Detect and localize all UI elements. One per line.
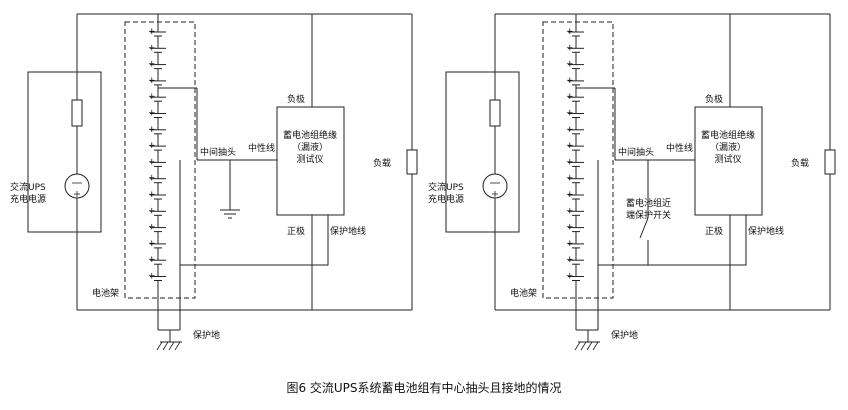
protective-ground-wire [598,215,747,266]
near-end-switch-label: 蓄电池组近端保护开关 [626,197,671,221]
switch-blade [639,217,649,239]
tester-label: 蓄电池组绝缘（漏液）测试仪 [283,129,337,165]
battery-cell-plus: + [566,206,574,216]
tester-label: 蓄电池组绝缘（漏液）测试仪 [701,129,755,165]
battery-cell-plus: + [148,141,156,151]
tester-box [276,106,345,216]
battery-cell-plus: + [148,272,156,282]
battery-cell-plus: + [566,255,574,265]
battery-cell-plus: + [148,174,156,184]
neutral-line-label: 中性线 [666,142,693,154]
ups-source-box [445,71,520,233]
battery-cell-plus: + [148,43,156,53]
positive-label: 正极 [705,225,723,237]
battery-cell-plus: + [566,239,574,249]
protective-ground-line-label: 保护地线 [748,225,784,237]
protective-ground-line-label: 保护地线 [330,225,366,237]
protective-ground-label: 保护地 [193,329,220,341]
load-resistor [406,149,418,175]
battery-rack-box [542,21,614,299]
load-resistor [824,149,836,175]
battery-cell-plus: + [148,125,156,135]
protective-ground-wire [180,215,329,266]
battery-cell-plus: + [566,76,574,86]
ground-hatch [592,341,599,351]
battery-cell-plus: + [566,43,574,53]
battery-cell-plus: + [566,157,574,167]
ground-hatch [156,341,163,351]
ground-hatch [168,341,175,351]
battery-cell-plus: + [148,157,156,167]
battery-cell-plus: + [566,223,574,233]
battery-cell-plus: + [148,76,156,86]
battery-cell-plus: + [148,27,156,37]
protective-ground-label: 保护地 [611,329,638,341]
battery-cell-plus: + [148,92,156,102]
battery-cell-plus: + [566,109,574,119]
battery-rack-label: 电池架 [92,287,119,299]
battery-cell-plus: + [566,190,574,200]
battery-cell-plus: + [566,92,574,102]
battery-rack-box [124,21,196,299]
battery-rack-label: 电池架 [510,287,537,299]
negative-label: 负极 [287,93,305,105]
figure-caption: 图6 交流UPS系统蓄电池组有中心抽头且接地的情况 [286,380,561,395]
ground-hatch [580,341,587,351]
center-tap-label: 中间抽头 [618,146,654,158]
neutral-line-label: 中性线 [248,142,275,154]
battery-cell-plus: + [566,272,574,282]
battery-cell-plus: + [566,141,574,151]
battery-cell-plus: + [566,125,574,135]
tester-box [694,106,763,216]
ground-hatch [574,341,581,351]
ups-resistor [489,99,501,127]
battery-cell-plus: + [148,206,156,216]
battery-cell-plus: + [148,255,156,265]
load-label: 负载 [791,157,809,169]
positive-label: 正极 [287,225,305,237]
ground-hatch [586,341,593,351]
battery-cell-plus: + [566,60,574,70]
ground-hatch [162,341,169,351]
battery-cell-plus: + [148,223,156,233]
battery-cell-plus: + [148,60,156,70]
ups-resistor [71,99,83,127]
center-tap-label: 中间抽头 [200,146,236,158]
battery-cell-plus: + [566,27,574,37]
ground-hatch [174,341,181,351]
battery-cell-plus: + [148,239,156,249]
negative-label: 负极 [705,93,723,105]
ups-source-box [27,71,102,233]
load-label: 负载 [373,157,391,169]
battery-cell-plus: + [148,109,156,119]
battery-cell-plus: + [148,190,156,200]
battery-cell-plus: + [566,174,574,184]
